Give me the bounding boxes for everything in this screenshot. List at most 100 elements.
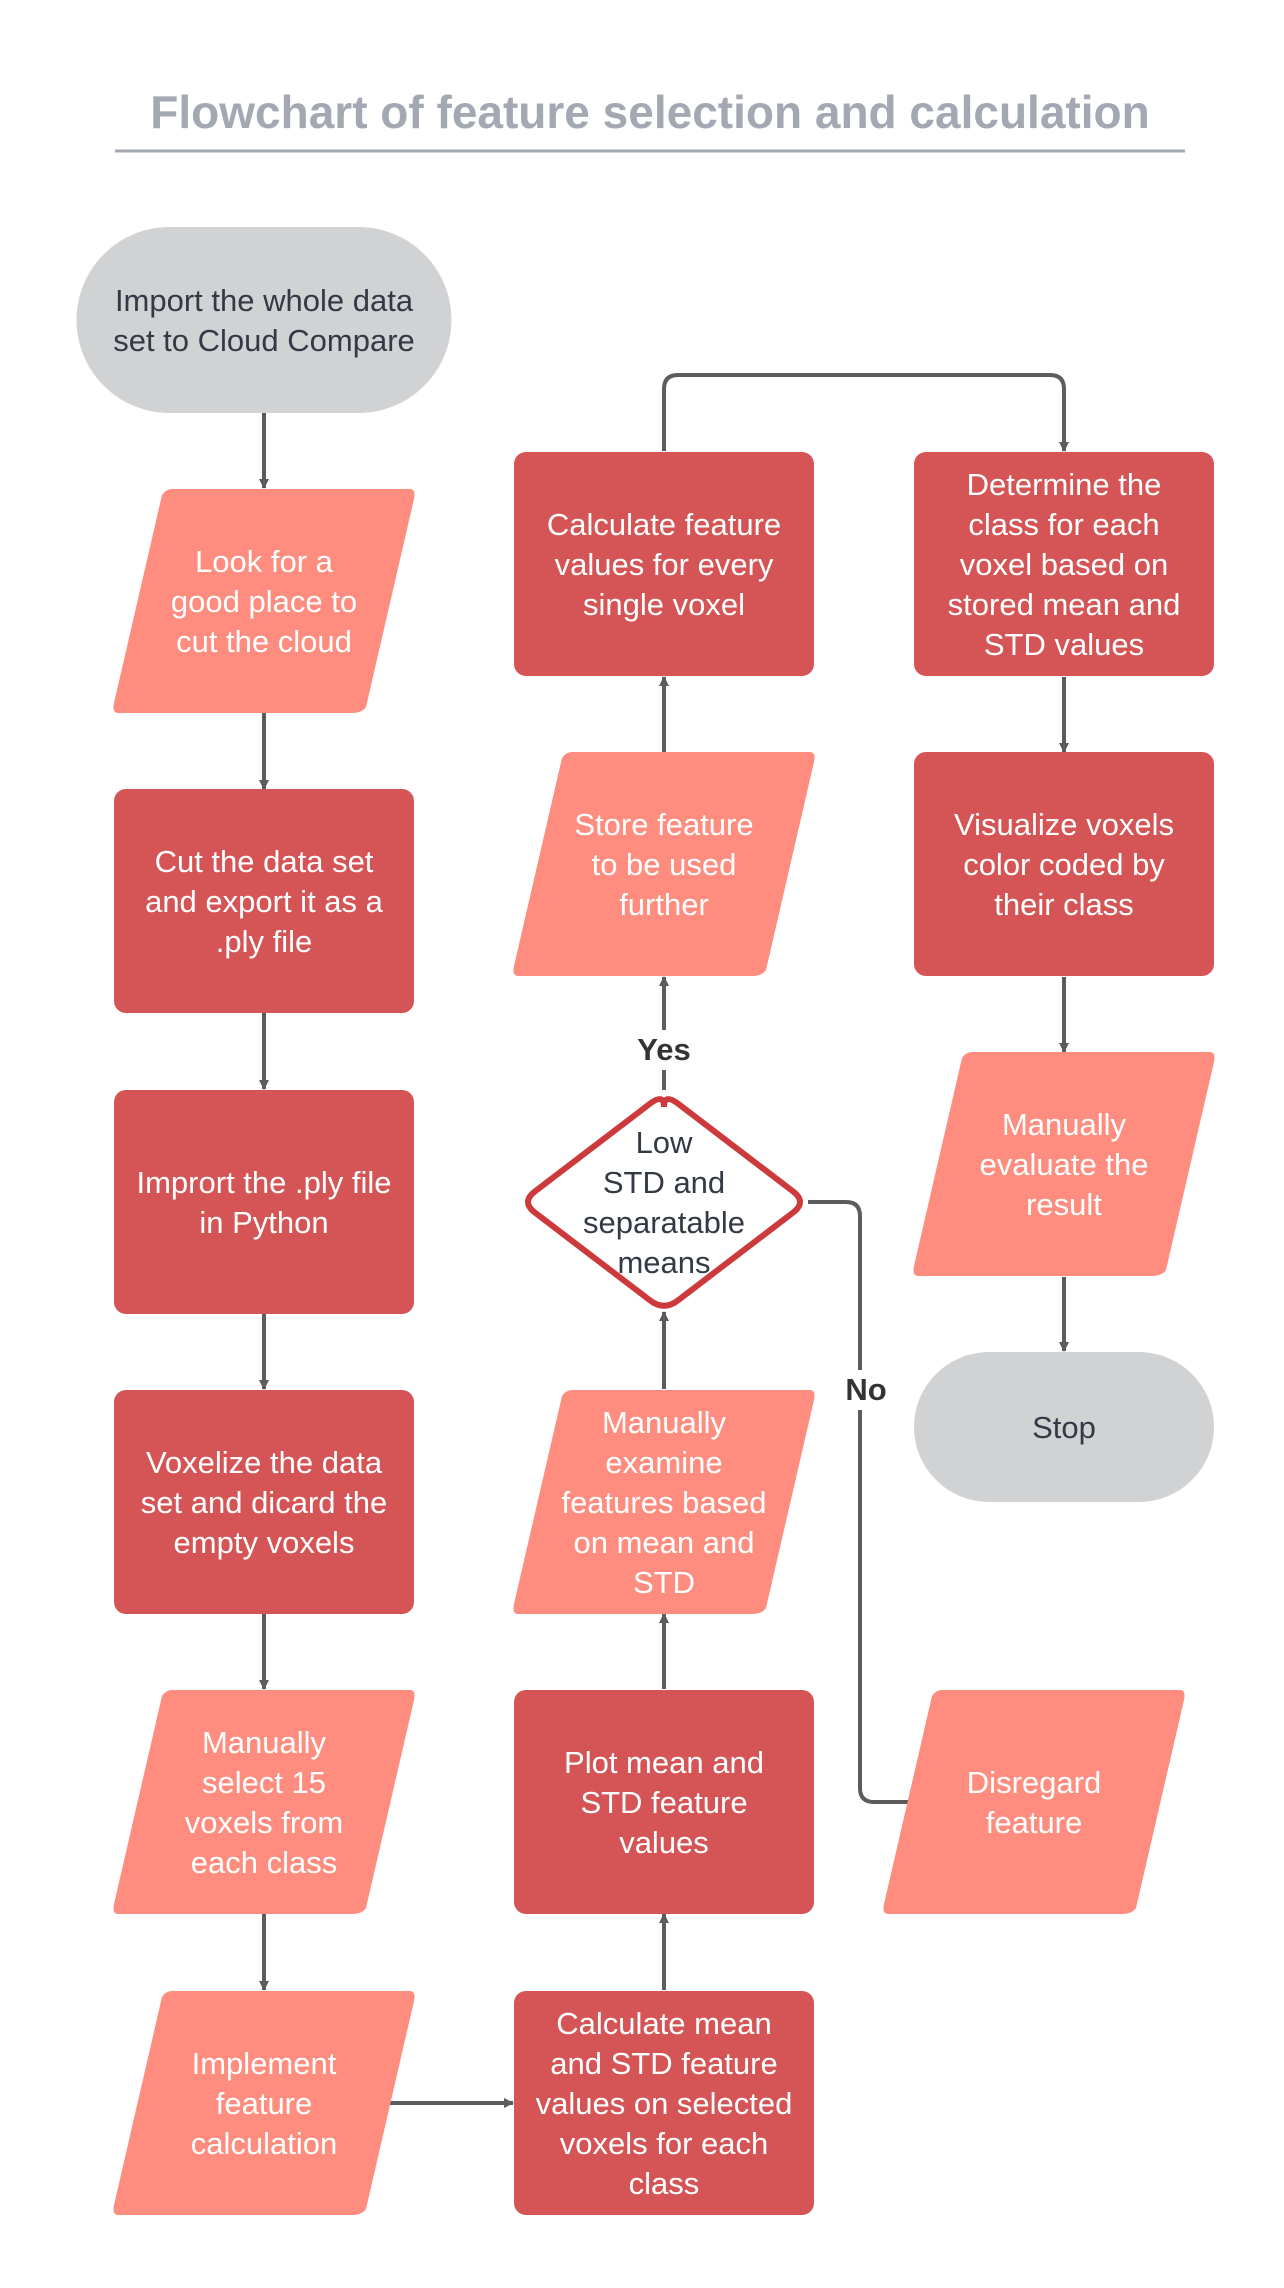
decision-shape [525, 1096, 803, 1309]
node-label-line: Plot mean and [564, 1745, 764, 1780]
node-label-line: further [619, 887, 709, 922]
node-calc-every-voxel: Calculate feature values for every single … [514, 452, 814, 676]
node-label-line: STD values [984, 627, 1144, 662]
node-label-line: class for each [968, 507, 1159, 542]
node-label-line: their class [994, 887, 1134, 922]
process-shape [514, 452, 814, 676]
node-label-line: .ply file [216, 924, 312, 959]
node-label-line: to be used [592, 847, 737, 882]
io-shape [113, 1690, 415, 1914]
process-shape [914, 752, 1214, 976]
node-label-line: Calculate feature [547, 507, 781, 542]
node-label-line: on mean and [574, 1525, 755, 1560]
io-shape [113, 1991, 415, 2215]
node-label-line: Voxelize the data [146, 1445, 383, 1480]
node-label-line: evaluate the [980, 1147, 1149, 1182]
io-shape [113, 489, 415, 713]
node-voxelize: Voxelize the data set and dicard the empty… [114, 1390, 414, 1614]
node-label-line: features based [561, 1485, 766, 1520]
process-shape [114, 1390, 414, 1614]
node-label-line: and STD feature [550, 2046, 777, 2081]
node-disregard: Disregard feature [883, 1690, 1185, 1914]
node-label-line: STD [633, 1565, 695, 1600]
process-shape [914, 452, 1214, 676]
node-cut-export: Cut the data set and export it as a .ply f… [114, 789, 414, 1013]
node-label-line: set and dicard the [141, 1485, 387, 1520]
edge-label-yes: Yes [637, 1032, 690, 1067]
io-shape [513, 1390, 815, 1614]
node-label-line: class [629, 2166, 700, 2201]
edge-calc-every-voxel-to-determine-class [662, 373, 1069, 452]
node-label-line: Visualize voxels [954, 807, 1174, 842]
node-label-line: Look for a [195, 544, 334, 579]
node-label-line: calculation [191, 2126, 337, 2161]
node-label-line: examine [605, 1445, 722, 1480]
edge-label-background [836, 1370, 896, 1410]
node-label-line: feature [986, 1805, 1083, 1840]
node-label-line: good place to [171, 584, 357, 619]
node-label-line: Imprort the .ply file [137, 1165, 392, 1200]
node-label-line: Manually [202, 1725, 327, 1760]
edge-label-background [630, 1030, 698, 1070]
node-label-line: values [619, 1825, 709, 1860]
edge-label-no: No [845, 1372, 886, 1407]
node-stop: Stop [914, 1352, 1214, 1502]
node-label-line: values on selected [536, 2086, 793, 2121]
node-label-line: voxels from [185, 1805, 343, 1840]
node-calc-mean-std: Calculate mean and STD feature values on s… [514, 1991, 814, 2215]
node-label-line: values for every [555, 547, 774, 582]
node-label-line: voxels for each [560, 2126, 769, 2161]
node-label-line: feature [216, 2086, 313, 2121]
io-shape [913, 1052, 1215, 1276]
node-label-line: color coded by [963, 847, 1165, 882]
node-determine-class: Determine the class for each voxel based o… [914, 452, 1214, 676]
node-label-line: Store feature [574, 807, 753, 842]
node-label-line: separatable [583, 1205, 745, 1240]
node-label-line: Determine the [967, 467, 1162, 502]
node-label-line: Low [636, 1125, 693, 1160]
diagram-title: Flowchart of feature selection and calcu… [150, 86, 1149, 138]
node-label-line: Manually [602, 1405, 727, 1440]
node-label-line: STD feature [580, 1785, 747, 1820]
node-label-line: single voxel [583, 587, 745, 622]
node-label-line: empty voxels [174, 1525, 355, 1560]
process-shape [114, 789, 414, 1013]
node-label-line: Implement [192, 2046, 337, 2081]
node-label-line: Stop [1032, 1410, 1096, 1445]
process-shape [514, 1690, 814, 1914]
node-label-line: STD and [603, 1165, 725, 1200]
node-examine-features: Manually examine features based on mean and… [513, 1390, 815, 1614]
io-shape [883, 1690, 1185, 1914]
node-label-line: set to Cloud Compare [113, 323, 415, 358]
node-import-ply: Imprort the .ply file in Python [114, 1090, 414, 1314]
terminal-shape [76, 227, 452, 413]
node-visualize: Visualize voxels color coded by their clas… [914, 752, 1214, 976]
node-label-line: and export it as a [145, 884, 384, 919]
node-label-line: in Python [199, 1205, 328, 1240]
node-label-line: Manually [1002, 1107, 1127, 1142]
node-label-line: each class [191, 1845, 337, 1880]
node-label-line: Cut the data set [155, 844, 374, 879]
process-shape [114, 1090, 414, 1314]
node-store-feature: Store feature to be used further [513, 752, 815, 976]
node-label-line: Disregard [967, 1765, 1101, 1800]
node-label-line: voxel based on [960, 547, 1169, 582]
terminal-shape [914, 1352, 1214, 1502]
io-shape [513, 752, 815, 976]
node-label-line: stored mean and [948, 587, 1181, 622]
node-implement-calc: Implement feature calculation [113, 1991, 415, 2215]
node-label-line: cut the cloud [176, 624, 352, 659]
node-label-line: Calculate mean [556, 2006, 771, 2041]
process-shape [514, 1991, 814, 2215]
edge-decision-to-disregard [808, 1200, 921, 1807]
edges-layer [259, 373, 1069, 2108]
